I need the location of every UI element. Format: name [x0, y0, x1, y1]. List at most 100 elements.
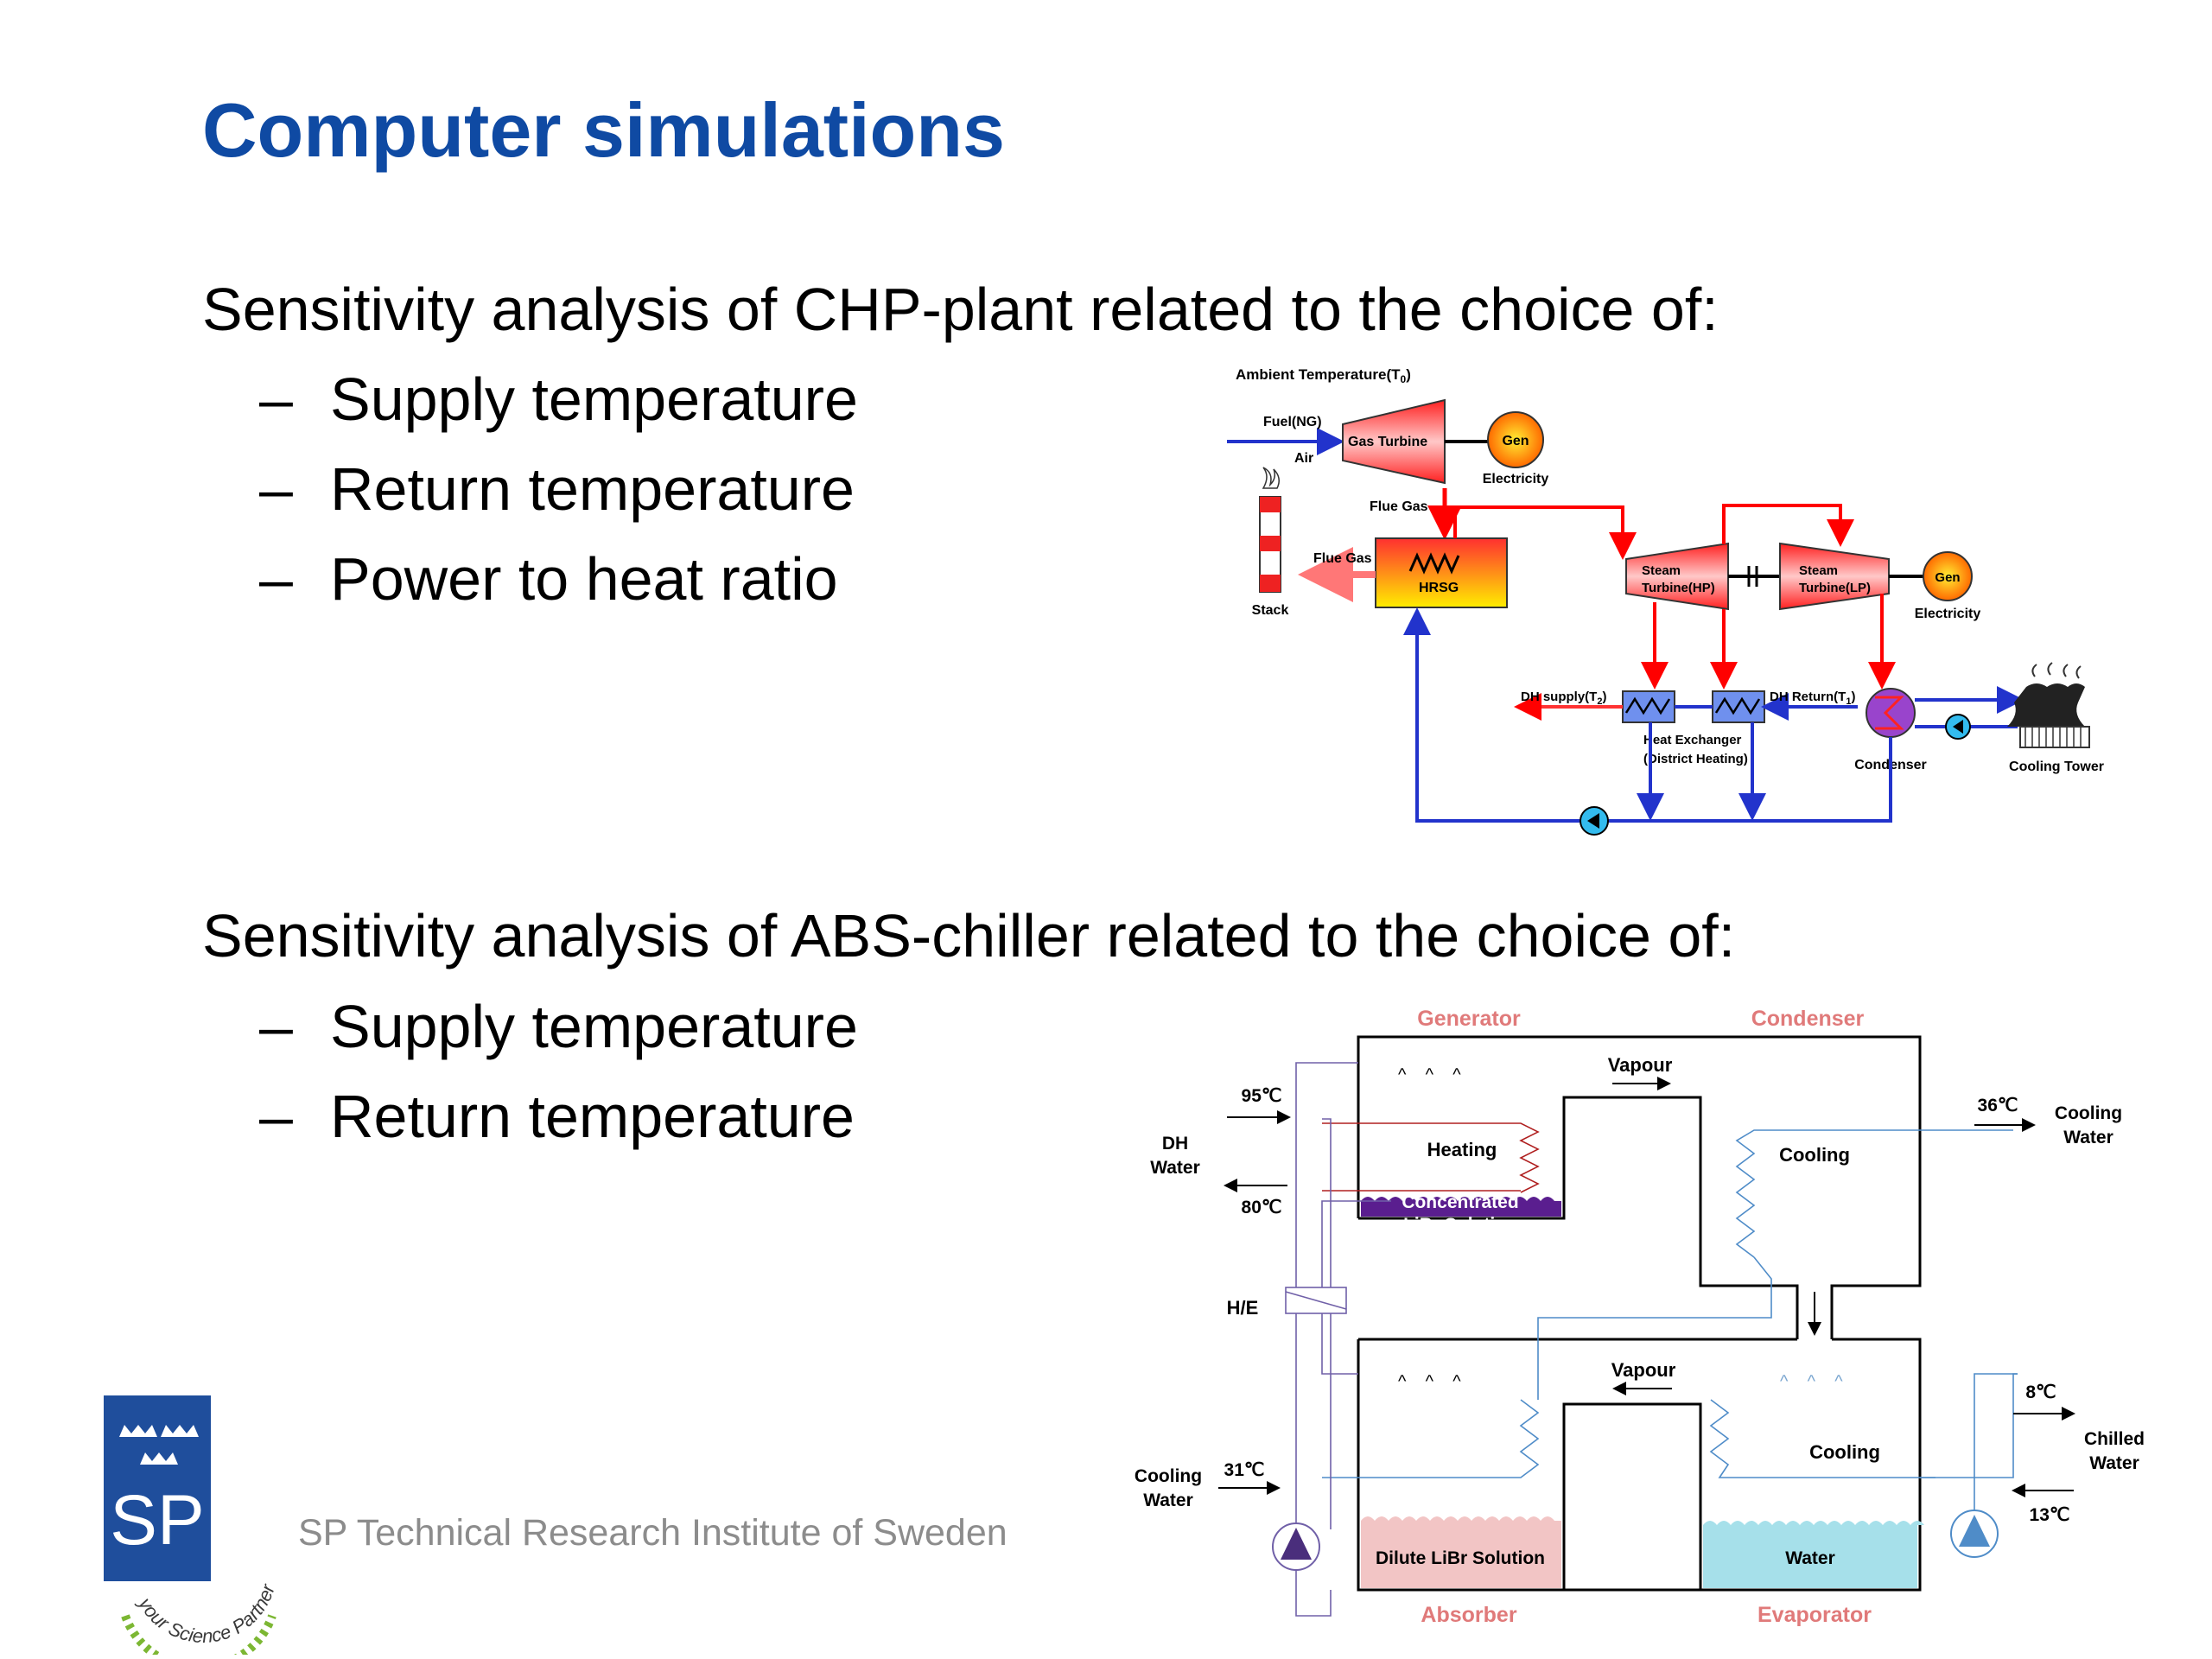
bullet-dash: – — [259, 365, 293, 433]
water-label: Water — [1785, 1548, 1835, 1568]
dilute-solution — [1361, 1516, 1561, 1588]
vapour-top-label: Vapour — [1608, 1054, 1673, 1076]
condenser-sigma — [1875, 696, 1904, 730]
absorber-coil-icon — [1322, 1399, 1540, 1478]
bullet-dash: – — [259, 993, 293, 1060]
he-label: H/E — [1227, 1297, 1259, 1319]
feed-pump-arrow — [1587, 813, 1599, 829]
air-label: Air — [1294, 451, 1313, 466]
absorber-title: Absorber — [1421, 1603, 1516, 1627]
flue-gas-left-label: Flue Gas — [1313, 551, 1372, 566]
pump-arrow — [1953, 720, 1963, 734]
electricity-label: Electricity — [1483, 472, 1549, 486]
hrsg-box — [1375, 537, 1508, 608]
heating-label: Heating — [1427, 1139, 1497, 1160]
bullet-dash: – — [259, 455, 293, 523]
gen2-label: Gen — [1935, 570, 1960, 585]
heating-coil-icon — [1322, 1122, 1540, 1193]
chilled-label-2: Water — [2089, 1453, 2139, 1473]
steam-crossover-line — [1722, 504, 1854, 547]
chp-bullet-list: –Supply temperature –Return temperature … — [259, 354, 858, 624]
lower-vessel-top-right — [1700, 1338, 1922, 1592]
footer-text: SP Technical Research Institute of Swede… — [298, 1512, 1007, 1554]
st-lp-label-2: Turbine(LP) — [1799, 581, 1871, 595]
spray-marks: ^ ^ ^ — [1780, 1372, 1843, 1391]
bullet-text: Supply temperature — [330, 365, 858, 433]
page-title: Computer simulations — [202, 87, 1005, 173]
concentrated-label-1: Concentrated — [1402, 1192, 1518, 1212]
crowns-icon — [119, 1425, 199, 1465]
generator-title: Generator — [1417, 1007, 1521, 1031]
heat-exchanger-diagonal — [1285, 1291, 1347, 1310]
heat-exchanger-2 — [1712, 690, 1765, 723]
cooling-tower-label: Cooling Tower — [2009, 760, 2104, 774]
cw-right-label-1: Cooling — [2055, 1103, 2122, 1123]
list-item: –Supply temperature — [259, 982, 858, 1071]
st-hp-label-1: Steam — [1642, 563, 1681, 578]
bullet-text: Power to heat ratio — [330, 545, 838, 613]
hx-coil-icon — [1624, 696, 1671, 715]
abs-chiller-diagram: Concentrated LiBr Solution Dilute LiBr S… — [1135, 1007, 2145, 1627]
temp-36-label: 36℃ — [1978, 1096, 2018, 1116]
solution-line — [1295, 1560, 1332, 1617]
generator-2-icon — [1923, 551, 1973, 601]
temp-31-label: 31℃ — [1224, 1460, 1265, 1480]
chp-heading: Sensitivity analysis of CHP-plant relate… — [202, 276, 1719, 343]
chilled-pump-arrow — [1959, 1515, 1990, 1547]
list-item: –Return temperature — [259, 1071, 858, 1161]
vapour-bottom-label: Vapour — [1611, 1359, 1676, 1381]
stack-icon — [1259, 467, 1281, 593]
temp-95-label: 95℃ — [1242, 1086, 1282, 1106]
cw-left-label-2: Water — [1143, 1491, 1193, 1510]
temp-13-label: 13℃ — [2030, 1505, 2070, 1525]
dh-supply-label: DH supply(T2) — [1521, 690, 1606, 707]
upper-vessel-outline — [1357, 1035, 1922, 1339]
electricity2-label: Electricity — [1915, 607, 1981, 621]
solution-line — [1322, 1118, 1332, 1529]
steam-turbine-hp — [1625, 542, 1729, 611]
gas-turbine — [1342, 398, 1446, 485]
fuel-label: Fuel(NG) — [1263, 415, 1322, 429]
gen-label: Gen — [1502, 434, 1529, 448]
cw-left-label-1: Cooling — [1135, 1466, 1202, 1486]
condenser-icon — [1866, 688, 1916, 738]
temp-80-label: 80℃ — [1242, 1198, 1282, 1217]
ambient-label: Ambient Temperature(T0) — [1236, 366, 1411, 385]
condenser-title: Condenser — [1751, 1007, 1865, 1031]
list-item: –Power to heat ratio — [259, 534, 858, 624]
chilled-label-1: Chilled — [2084, 1429, 2145, 1449]
stack-label: Stack — [1252, 603, 1289, 618]
water-pool — [1703, 1521, 1924, 1588]
dilute-label: Dilute LiBr Solution — [1376, 1548, 1545, 1568]
bullet-text: Return temperature — [330, 455, 855, 523]
spray-marks: ^ ^ ^ — [1398, 1372, 1461, 1391]
st-hp-label-2: Turbine(HP) — [1642, 581, 1715, 595]
bullet-text: Supply temperature — [330, 993, 858, 1060]
solution-pump-arrow — [1281, 1528, 1312, 1560]
list-item: –Supply temperature — [259, 354, 858, 444]
hrsg-coil-icon — [1408, 552, 1460, 575]
cooling-tower-icon — [2007, 662, 2090, 748]
cooling-cond-label: Cooling — [1779, 1144, 1850, 1166]
logo-swoosh — [121, 1614, 276, 1655]
cw-right-label-2: Water — [2063, 1128, 2113, 1147]
dh-label-2: Water — [1150, 1158, 1200, 1178]
chp-plant-diagram: Ambient Temperature(T0) Fuel(NG) Air Gas… — [1227, 366, 2104, 836]
evaporator-title: Evaporator — [1758, 1603, 1872, 1627]
hx-label-2: (District Heating) — [1643, 752, 1748, 766]
cooling-evap-label: Cooling — [1809, 1441, 1880, 1463]
gas-turbine-label: Gas Turbine — [1348, 435, 1427, 449]
steam-line — [1453, 505, 1637, 560]
hx-label-1: Heat Exchanger — [1643, 733, 1742, 747]
evaporator-coil-icon — [1709, 1373, 2018, 1478]
bullet-dash: – — [259, 1083, 293, 1150]
dh-label-1: DH — [1162, 1134, 1188, 1154]
lower-vessel-divider — [1562, 1402, 1702, 1590]
list-item: –Return temperature — [259, 444, 858, 534]
temp-8-label: 8℃ — [2025, 1382, 2056, 1402]
st-lp-label-1: Steam — [1799, 563, 1838, 578]
abs-bullet-list: –Supply temperature –Return temperature — [259, 982, 858, 1161]
solution-line — [1295, 1062, 1358, 1534]
bullet-text: Return temperature — [330, 1083, 855, 1150]
abs-heading: Sensitivity analysis of ABS-chiller rela… — [202, 902, 1736, 969]
